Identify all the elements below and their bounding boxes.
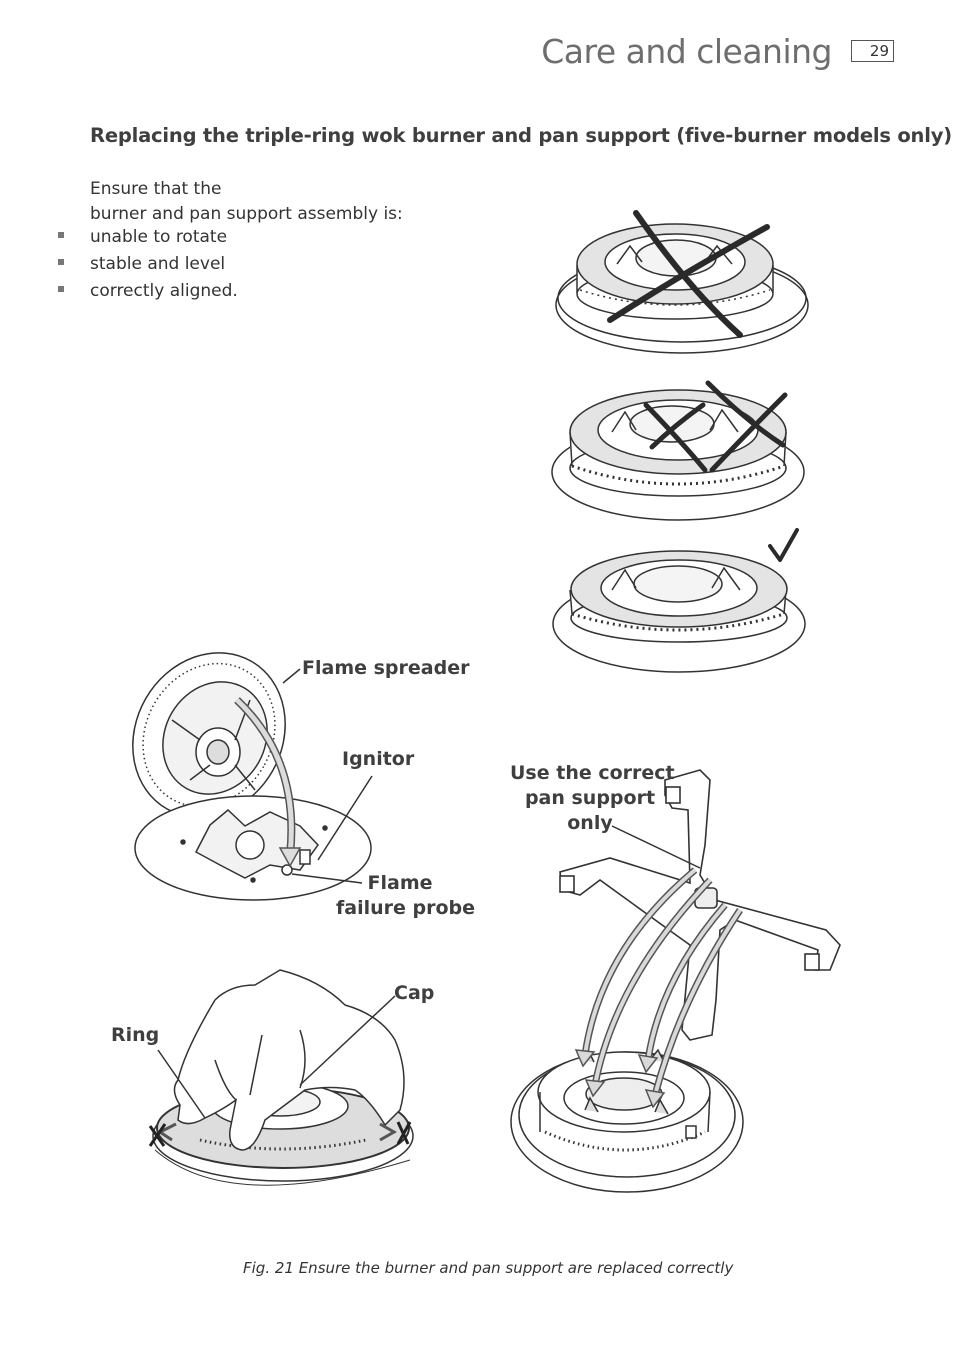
hand-ring-cap-illustration (152, 969, 414, 1186)
list-item: correctly aligned. (58, 280, 238, 307)
check-mark-icon (768, 528, 799, 562)
burner-correct (552, 550, 806, 673)
label-flame-spreader: Flame spreader (302, 657, 470, 679)
section-title: Replacing the triple-ring wok burner and… (90, 124, 952, 147)
label-cap: Cap (394, 982, 435, 1004)
list-item: unable to rotate (58, 226, 238, 253)
cross-mark-icon (148, 1121, 412, 1147)
list-item-text: correctly aligned. (90, 281, 238, 301)
list-item: stable and level (58, 253, 238, 280)
hand-icon (173, 969, 405, 1151)
label-flame-failure-probe: Flame failure probe (336, 871, 476, 921)
burner-incorrect-misaligned (551, 389, 805, 521)
cross-mark-icon (643, 380, 788, 473)
page-number: 29 (851, 40, 894, 62)
arrowhead-icon (278, 847, 302, 868)
arrowhead-icon (574, 1049, 666, 1109)
list-item-text: stable and level (90, 254, 226, 274)
intro-line: burner and pan support assembly is: (90, 204, 403, 224)
cross-mark-icon (607, 210, 770, 338)
label-line: Flame (367, 872, 433, 894)
wok-burner-illustration (510, 1048, 744, 1193)
label-line: pan support (524, 787, 656, 809)
page-title: Care and cleaning (541, 32, 832, 71)
label-line: only (567, 812, 613, 834)
requirement-list: unable to rotate stable and level correc… (58, 226, 238, 307)
burner-incorrect-tilted (555, 223, 809, 354)
label-line: Use the correct (510, 762, 675, 784)
flame-spreader-illustration (132, 652, 286, 818)
list-item-text: unable to rotate (90, 227, 228, 247)
label-pan-support: Use the correct pan support only (510, 761, 675, 836)
bullet-icon (58, 286, 64, 292)
intro-text: Ensure that the burner and pan support a… (90, 177, 403, 227)
figure-caption: Fig. 21 Ensure the burner and pan suppor… (243, 1259, 734, 1277)
rotate-arrow-icon (379, 1122, 398, 1142)
label-ignitor: Ignitor (342, 748, 415, 770)
bullet-icon (58, 232, 64, 238)
label-line: failure probe (336, 897, 476, 919)
label-ring: Ring (111, 1024, 160, 1046)
intro-line: Ensure that the (90, 179, 222, 199)
bullet-icon (58, 259, 64, 265)
